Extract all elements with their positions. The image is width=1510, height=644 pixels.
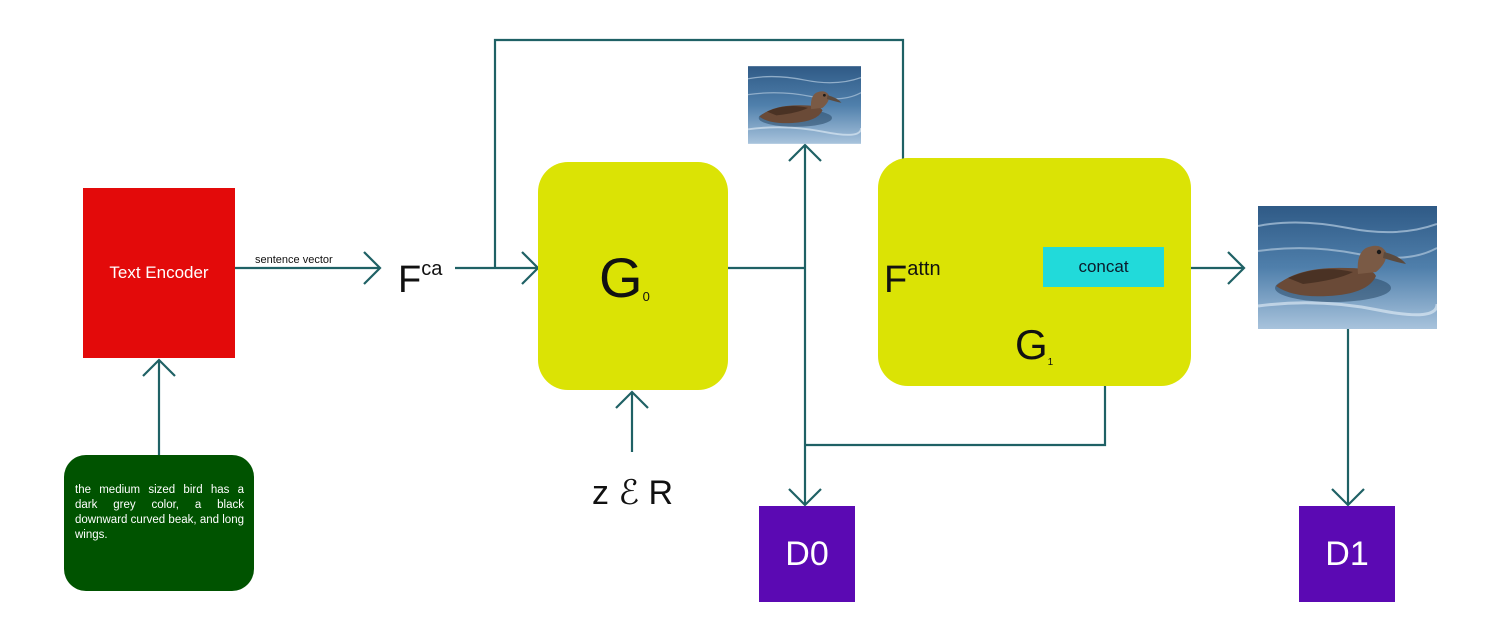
g1-label: G1 xyxy=(1015,322,1053,386)
g1-base: G xyxy=(1015,321,1048,368)
f-ca-label: Fca xyxy=(398,247,442,302)
concat-label: concat xyxy=(1078,257,1129,276)
text-encoder-box: Text Encoder xyxy=(83,188,235,358)
caption-text: the medium sized bird has a dark grey co… xyxy=(75,484,244,541)
f-attn-base: F xyxy=(884,259,908,301)
f-attn-label: Fattn xyxy=(884,247,941,302)
discriminator-d0: D0 xyxy=(759,506,855,602)
d1-label: D1 xyxy=(1325,534,1369,573)
d0-label: D0 xyxy=(785,534,829,573)
generator-g0 xyxy=(538,162,728,390)
noise-label: z ℰ R xyxy=(592,474,674,512)
concat-box: concat xyxy=(1043,247,1164,287)
generated-bird-image-small xyxy=(748,66,861,144)
g0-base: G xyxy=(599,246,643,309)
caption-box: the medium sized bird has a dark grey co… xyxy=(64,455,254,591)
text-encoder-label: Text Encoder xyxy=(109,263,209,282)
g0-sub: 0 xyxy=(642,289,650,304)
g1-sub: 1 xyxy=(1047,357,1054,368)
discriminator-d1: D1 xyxy=(1299,506,1395,602)
generated-bird-image-large xyxy=(1258,206,1437,329)
f-ca-sup: ca xyxy=(421,258,443,280)
g0-label: G0 xyxy=(599,248,650,327)
sentence-vector-label: sentence vector xyxy=(255,254,333,266)
f-attn-sup: attn xyxy=(907,258,941,280)
f-ca-base: F xyxy=(398,259,422,301)
